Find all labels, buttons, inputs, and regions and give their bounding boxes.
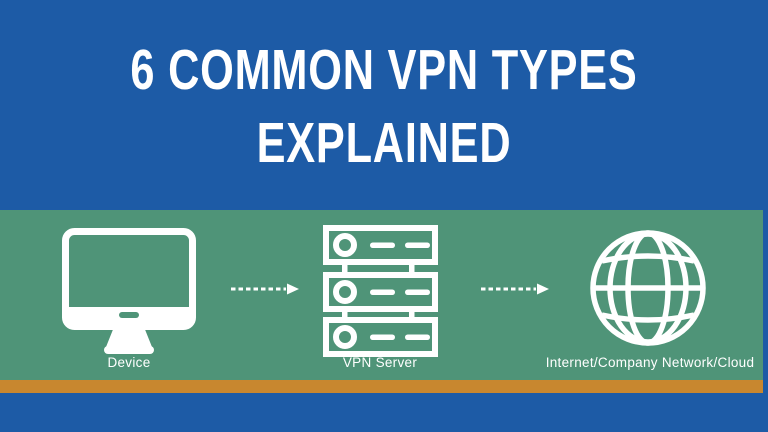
accent-stripe xyxy=(0,380,763,393)
internet-label: Internet/Company Network/Cloud xyxy=(545,355,755,370)
title-line-2: EXPLAINED xyxy=(256,111,512,175)
monitor-icon xyxy=(62,228,196,354)
globe-icon xyxy=(590,230,706,346)
title-line-1: 6 COMMON VPN TYPES xyxy=(130,38,638,102)
server-icon xyxy=(323,225,438,357)
vpn-server-label: VPN Server xyxy=(342,355,418,370)
page-title: 6 COMMON VPN TYPES EXPLAINED xyxy=(92,34,676,180)
device-label: Device xyxy=(107,355,151,370)
dashed-arrow-icon xyxy=(481,283,549,295)
dashed-arrow-icon xyxy=(231,283,299,295)
